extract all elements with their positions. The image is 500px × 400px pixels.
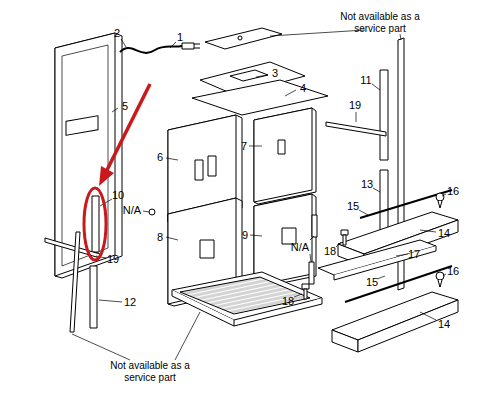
post xyxy=(380,70,388,160)
bolt xyxy=(302,230,348,299)
callout-number: 11 xyxy=(360,74,371,87)
bar xyxy=(92,196,99,252)
top-bracket xyxy=(205,28,282,49)
callout-number: 18 xyxy=(282,295,294,308)
callout-number: 19 xyxy=(107,253,119,266)
side-panel xyxy=(55,33,122,278)
callout-number: 6 xyxy=(157,151,163,164)
callout-number: 10 xyxy=(112,189,124,202)
callout-number: 2 xyxy=(114,27,120,40)
small-bar xyxy=(312,215,317,237)
callout-number: 16 xyxy=(447,185,459,198)
callout-number: 12 xyxy=(124,296,136,309)
callout-number: 15 xyxy=(347,200,359,213)
callout-number: 15 xyxy=(366,276,378,289)
bracket xyxy=(318,240,436,280)
screw xyxy=(436,193,444,287)
callout-number: 16 xyxy=(447,265,459,278)
bar xyxy=(90,266,97,328)
callout-number: 14 xyxy=(438,227,450,240)
base-bar xyxy=(332,292,458,352)
note-text: Not available as a service part xyxy=(340,11,420,34)
screw xyxy=(149,209,155,215)
callout-number: 17 xyxy=(408,248,420,261)
callout-number: 3 xyxy=(272,67,278,80)
callout-number: 5 xyxy=(122,100,128,113)
note-text: Not available as a service part xyxy=(110,360,190,383)
callout-number: 18 xyxy=(324,245,336,258)
callout-number: 19 xyxy=(349,99,361,112)
leader-line xyxy=(72,30,446,360)
callout-number: 13 xyxy=(361,178,373,191)
strip xyxy=(45,238,100,258)
callout-number: N/A xyxy=(291,241,309,254)
callout-number: 9 xyxy=(242,229,248,242)
rear-panel xyxy=(254,108,316,204)
callout-number: 7 xyxy=(241,140,247,153)
base-tray xyxy=(172,272,322,326)
small-bar xyxy=(309,262,314,284)
callout-number: 8 xyxy=(157,231,163,244)
callout-number: N/A xyxy=(123,204,141,217)
strip xyxy=(326,122,386,136)
callout-number: 14 xyxy=(438,318,450,331)
callout-number: 4 xyxy=(300,82,306,95)
thin-post xyxy=(70,232,80,332)
highlight-callout xyxy=(84,84,150,260)
callout-number: 1 xyxy=(177,31,183,44)
power-cord xyxy=(120,43,200,53)
